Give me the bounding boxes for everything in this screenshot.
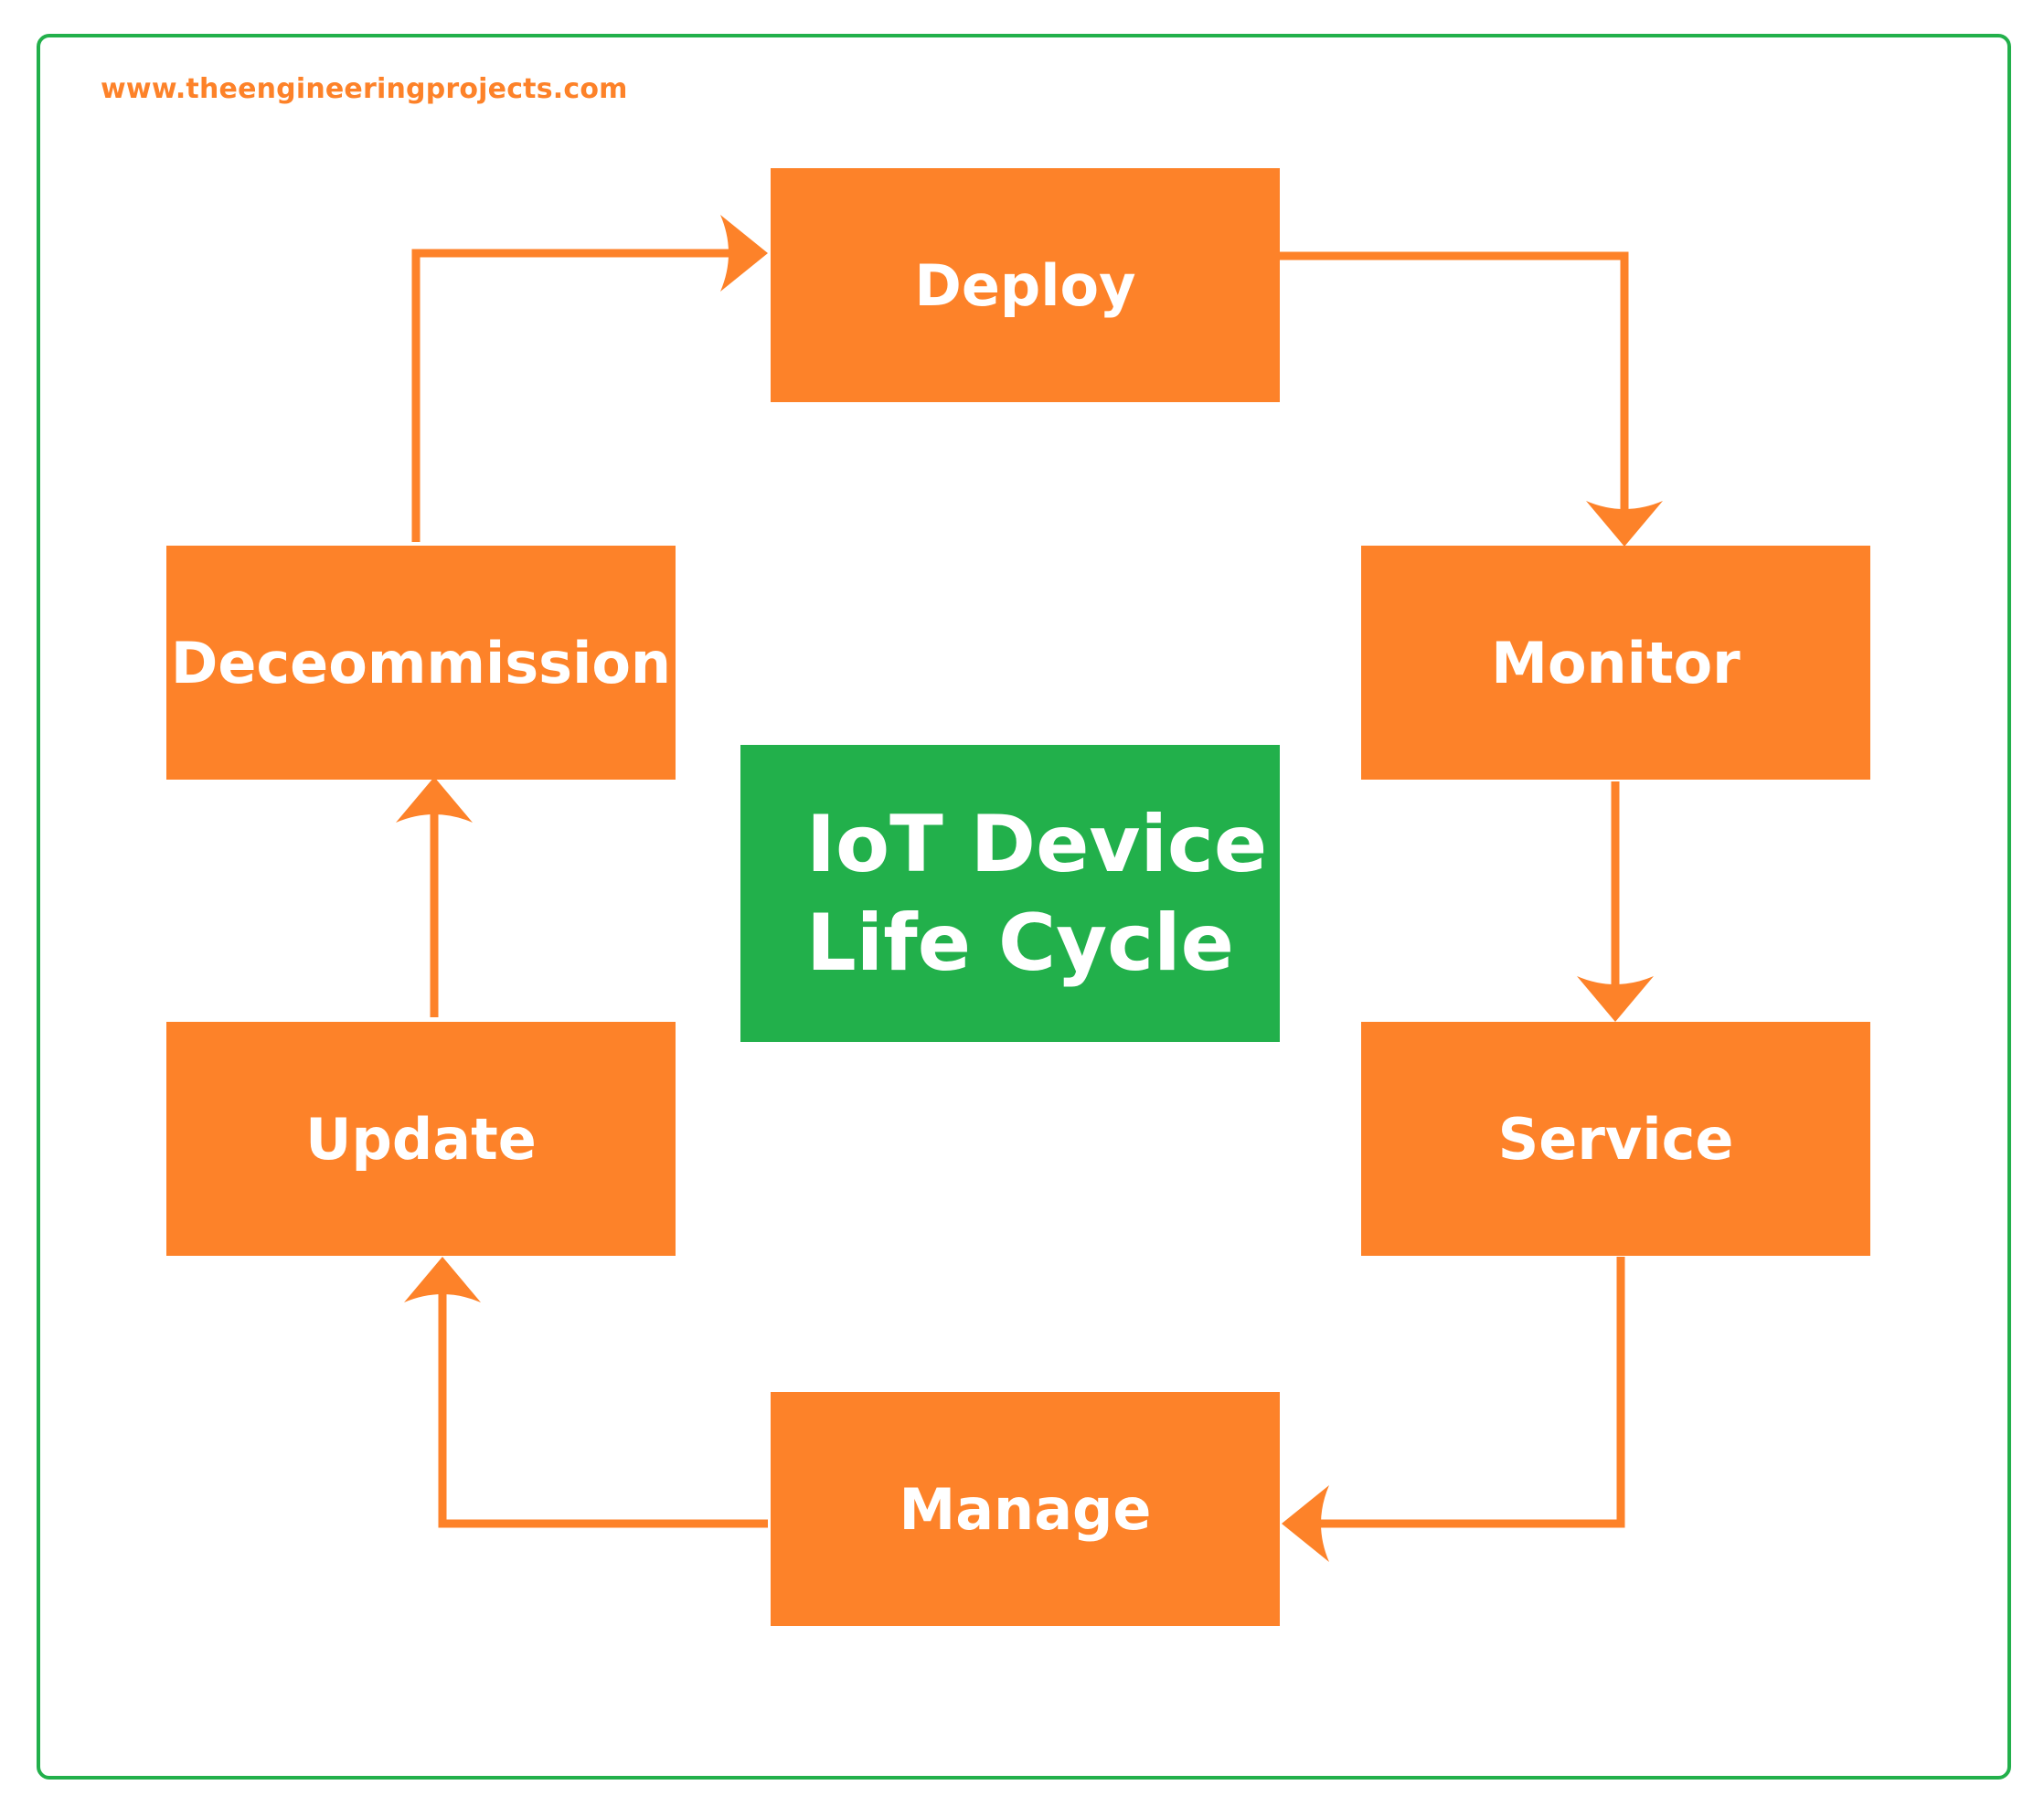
stage-decommission-label: Deceommission: [170, 629, 672, 696]
stage-deploy: Deploy: [771, 168, 1280, 402]
diagram-frame: [37, 34, 2011, 1780]
stage-service-label: Service: [1497, 1105, 1734, 1173]
arrowhead-deploy: [720, 215, 768, 292]
arrowhead-decommission: [396, 777, 473, 823]
stage-decommission: Deceommission: [166, 546, 676, 780]
stage-monitor-label: Monitor: [1491, 629, 1741, 696]
connector-manage-to-update: [438, 1264, 768, 1528]
connector-service-to-manage: [1289, 1257, 1625, 1528]
connector-deploy-to-monitor: [1280, 251, 1629, 539]
connector-decommission-to-deploy: [411, 249, 761, 542]
stage-monitor: Monitor: [1361, 546, 1870, 780]
diagram-title-box: IoT Device Life Cycle: [740, 745, 1280, 1042]
stage-service: Service: [1361, 1022, 1870, 1256]
watermark-url: www.theengineeringprojects.com: [101, 73, 628, 105]
arrowhead-update: [404, 1257, 481, 1302]
arrowhead-manage: [1282, 1485, 1329, 1562]
stage-update: Update: [166, 1022, 676, 1256]
diagram-title-line1: IoT Device: [806, 799, 1268, 890]
arrowhead-monitor: [1586, 501, 1663, 547]
diagram-title-line2: Life Cycle: [806, 898, 1234, 989]
stage-deploy-label: Deploy: [914, 251, 1136, 319]
stage-manage: Manage: [771, 1392, 1280, 1626]
stage-manage-label: Manage: [899, 1475, 1152, 1543]
arrowhead-service: [1577, 976, 1654, 1022]
stage-update-label: Update: [305, 1105, 537, 1173]
